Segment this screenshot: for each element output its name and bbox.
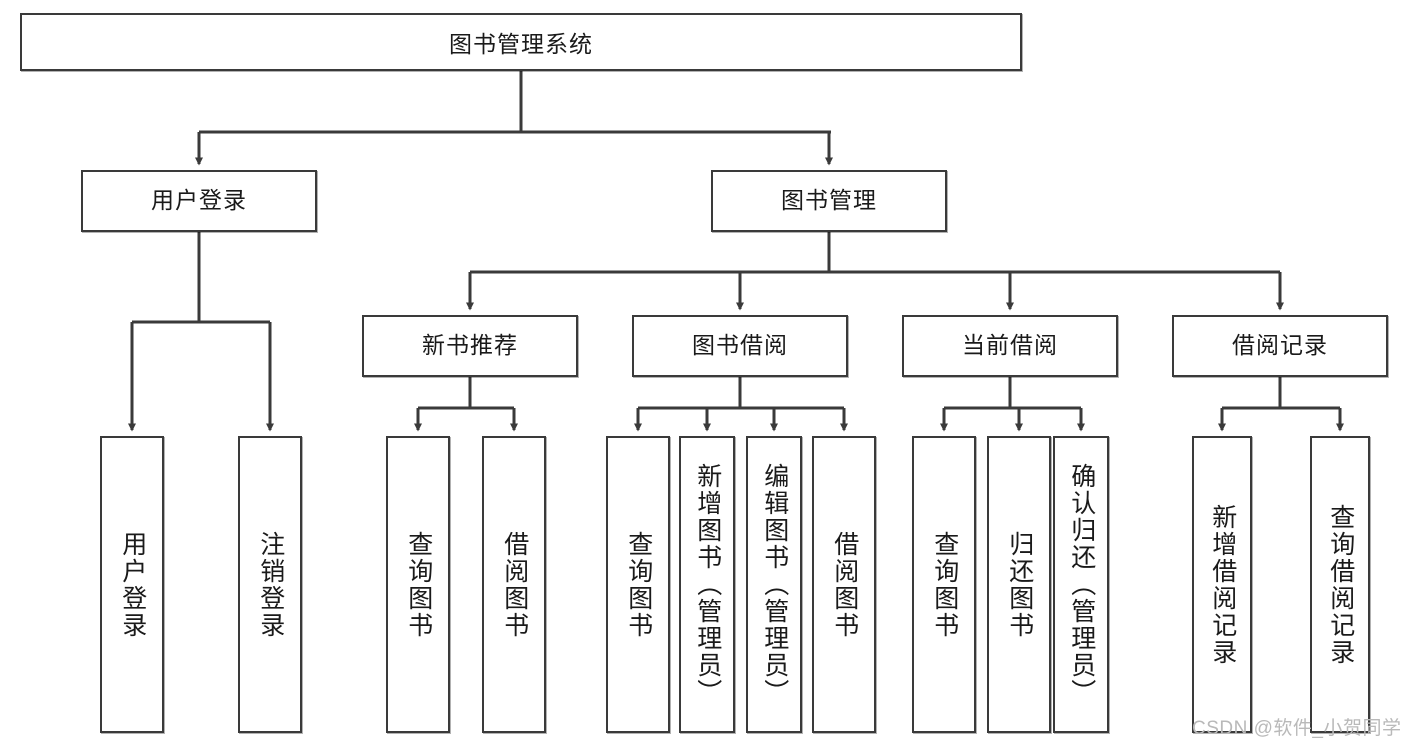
leaf-label: 注销登录: [256, 530, 285, 639]
node-borrow-record[interactable]: 借阅记录: [1172, 315, 1388, 377]
leaf-label: 确认归还（管理员）: [1067, 463, 1096, 706]
leaf-label: 查询借阅记录: [1326, 503, 1355, 666]
leaf-label: 查询图书: [930, 530, 959, 639]
leaf-user-login[interactable]: 用户登录: [100, 436, 164, 733]
leaf-label: 归还图书: [1005, 530, 1034, 639]
node-user-login[interactable]: 用户登录: [81, 170, 317, 232]
leaf-label: 用户登录: [118, 530, 147, 639]
leaf-borrow-book-bb[interactable]: 借阅图书: [812, 436, 876, 733]
node-new-book-recommend[interactable]: 新书推荐: [362, 315, 578, 377]
leaf-label: 编辑图书（管理员）: [760, 463, 789, 706]
csdn-watermark: CSDN @软件_小贺同学: [1192, 718, 1402, 739]
leaf-label: 查询图书: [624, 530, 653, 639]
leaf-borrow-book-nbr[interactable]: 借阅图书: [482, 436, 546, 733]
leaf-query-borrow-record[interactable]: 查询借阅记录: [1310, 436, 1370, 733]
node-current-borrow[interactable]: 当前借阅: [902, 315, 1118, 377]
leaf-query-book-nbr[interactable]: 查询图书: [386, 436, 450, 733]
leaf-query-book-bb[interactable]: 查询图书: [606, 436, 670, 733]
leaf-confirm-return-admin[interactable]: 确认归还（管理员）: [1053, 436, 1109, 733]
leaf-label: 借阅图书: [500, 530, 529, 639]
node-book-borrow[interactable]: 图书借阅: [632, 315, 848, 377]
leaf-add-borrow-record[interactable]: 新增借阅记录: [1192, 436, 1252, 733]
leaf-return-book[interactable]: 归还图书: [987, 436, 1051, 733]
node-root[interactable]: 图书管理系统: [20, 13, 1022, 71]
leaf-label: 查询图书: [404, 530, 433, 639]
leaf-label: 新增借阅记录: [1208, 503, 1237, 666]
leaf-query-book-cb[interactable]: 查询图书: [912, 436, 976, 733]
leaf-logout[interactable]: 注销登录: [238, 436, 302, 733]
node-book-management[interactable]: 图书管理: [711, 170, 947, 232]
leaf-add-book-admin[interactable]: 新增图书（管理员）: [679, 436, 735, 733]
leaf-label: 借阅图书: [830, 530, 859, 639]
leaf-label: 新增图书（管理员）: [693, 463, 722, 706]
leaf-edit-book-admin[interactable]: 编辑图书（管理员）: [746, 436, 802, 733]
